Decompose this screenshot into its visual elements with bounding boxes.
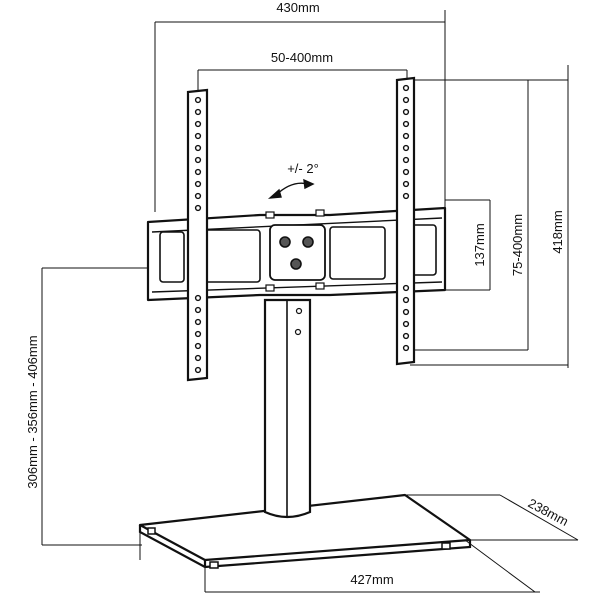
dimension-line-base-depth (405, 494, 579, 541)
dimension-line-overall-height (410, 65, 569, 368)
label-bracket-height: 137mm (472, 223, 487, 266)
dimension-line-height-range (41, 267, 148, 546)
label-base-width: 427mm (350, 572, 393, 587)
label-vesa-horizontal: 50-400mm (271, 50, 333, 65)
vesa-arm-left (186, 88, 209, 382)
dimension-line-vesa-horizontal (197, 69, 408, 92)
base-plate (138, 493, 472, 569)
tilt-arrow-icon (267, 178, 315, 199)
label-overall-width: 430mm (276, 0, 319, 15)
label-base-depth: 238mm (526, 495, 571, 529)
stand-column (263, 298, 312, 519)
label-tilt: +/- 2° (287, 161, 319, 176)
vesa-arm-right (395, 76, 416, 366)
dimension-line-overall-width (154, 10, 446, 212)
label-vesa-vertical: 75-400mm (510, 214, 525, 276)
dimension-line-bracket-height (445, 199, 491, 291)
label-height-range: 306mm - 356mm - 406mm (25, 335, 40, 488)
label-overall-height: 418mm (550, 210, 565, 253)
horizontal-bracket (146, 206, 447, 302)
